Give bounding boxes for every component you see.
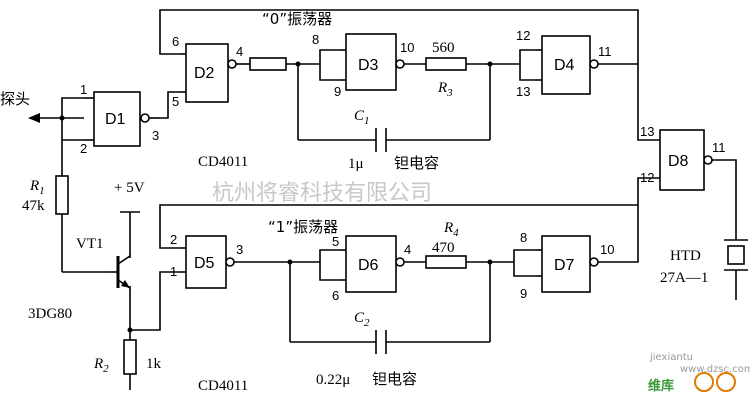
c1-type: 钽电容 xyxy=(394,154,439,172)
resistor-r4 xyxy=(425,255,467,269)
r3-value: 560 xyxy=(432,40,455,56)
resistor-r2 xyxy=(123,339,137,375)
resistor-d2-out xyxy=(249,57,287,71)
r2-ref: R2 xyxy=(93,356,109,375)
transistor-label: VT1 xyxy=(76,236,104,252)
chip-bottom-label: CD4011 xyxy=(198,378,248,394)
pin-label: 3 xyxy=(236,242,243,257)
probe-label: 探头 xyxy=(0,90,30,108)
buzzer-label-2: 27A—1 xyxy=(660,270,708,286)
gate-d4 xyxy=(536,35,599,95)
c1-value: 1μ xyxy=(348,156,364,172)
r1-ref: R1 xyxy=(29,178,45,197)
pin-label: 10 xyxy=(600,242,614,257)
gate-d4-label: D4 xyxy=(554,57,575,74)
r3-ref: R3 xyxy=(437,80,453,99)
gate-d3 xyxy=(340,33,405,91)
pin-label: 2 xyxy=(170,232,177,247)
pin-label: 13 xyxy=(516,84,530,99)
pin-label: 5 xyxy=(332,234,339,249)
pin-label: 12 xyxy=(640,170,654,185)
watermark-site: jiexiantu xyxy=(649,352,693,363)
transistor-type-label: 3DG80 xyxy=(28,306,72,322)
chip-top-label: CD4011 xyxy=(198,154,248,170)
pin-label: 9 xyxy=(334,84,341,99)
capacitor-c2 xyxy=(375,330,387,354)
buzzer-label-1: HTD xyxy=(670,248,701,264)
pin-label: 12 xyxy=(516,28,530,43)
gate-d7 xyxy=(536,235,599,293)
osc1-label: “1”振荡器 xyxy=(268,218,338,236)
buzzer-icon xyxy=(724,239,748,271)
r2-value: 1k xyxy=(146,356,162,372)
r4-ref: R4 xyxy=(443,220,459,239)
pin-label: 6 xyxy=(332,288,339,303)
c2-ref: C2 xyxy=(354,310,370,329)
gate-d2 xyxy=(180,43,237,103)
c1-ref: C1 xyxy=(354,108,370,127)
resistor-r1 xyxy=(55,175,69,215)
pin-label: 13 xyxy=(640,124,654,139)
gate-d8-label: D8 xyxy=(668,153,689,170)
watermark-logo: 维库 jiexiantu www.dzsc.com xyxy=(648,352,750,394)
gate-d2-label: D2 xyxy=(194,65,215,82)
pin-label: 4 xyxy=(236,44,243,59)
transistor-vt1 xyxy=(116,255,131,289)
watermark-site2: www.dzsc.com xyxy=(680,364,750,375)
pin-label: 8 xyxy=(520,230,527,245)
pin-label: 5 xyxy=(172,94,179,109)
pin-numbers: 1 2 3 5 6 4 8 9 10 12 13 11 13 12 11 2 1… xyxy=(80,28,726,303)
gate-d5-label: D5 xyxy=(194,255,215,272)
pin-label: 3 xyxy=(152,128,159,143)
resistor-r3 xyxy=(425,57,467,71)
pin-label: 4 xyxy=(404,242,411,257)
pin-label: 9 xyxy=(520,286,527,301)
vcc-label: + 5V xyxy=(114,180,145,196)
r1-value: 47k xyxy=(22,198,45,214)
pin-label: 2 xyxy=(80,141,87,156)
gate-d8 xyxy=(659,129,713,191)
gate-d1-label: D1 xyxy=(105,111,126,128)
gate-d3-label: D3 xyxy=(358,57,379,74)
capacitor-c1 xyxy=(375,128,387,152)
c2-type: 钽电容 xyxy=(372,370,417,388)
junctions xyxy=(59,61,493,333)
c2-value: 0.22μ xyxy=(316,372,350,388)
pin-label: 10 xyxy=(400,40,414,55)
pin-label: 11 xyxy=(712,140,726,155)
gate-d7-label: D7 xyxy=(554,257,575,274)
r4-value: 470 xyxy=(432,240,455,256)
gate-d5 xyxy=(180,235,235,289)
pin-label: 1 xyxy=(170,264,177,279)
pin-label: 1 xyxy=(80,82,87,97)
osc0-label: “0”振荡器 xyxy=(262,10,332,28)
watermark-logo-text: 维库 xyxy=(648,378,674,394)
pin-label: 11 xyxy=(598,44,612,59)
wires xyxy=(28,9,737,390)
gate-d6 xyxy=(340,235,405,293)
watermark-text: 杭州将睿科技有限公司 xyxy=(212,181,432,206)
pin-label: 8 xyxy=(312,32,319,47)
pin-label: 6 xyxy=(172,34,179,49)
gate-d1 xyxy=(84,91,160,147)
gate-d6-label: D6 xyxy=(358,257,379,274)
